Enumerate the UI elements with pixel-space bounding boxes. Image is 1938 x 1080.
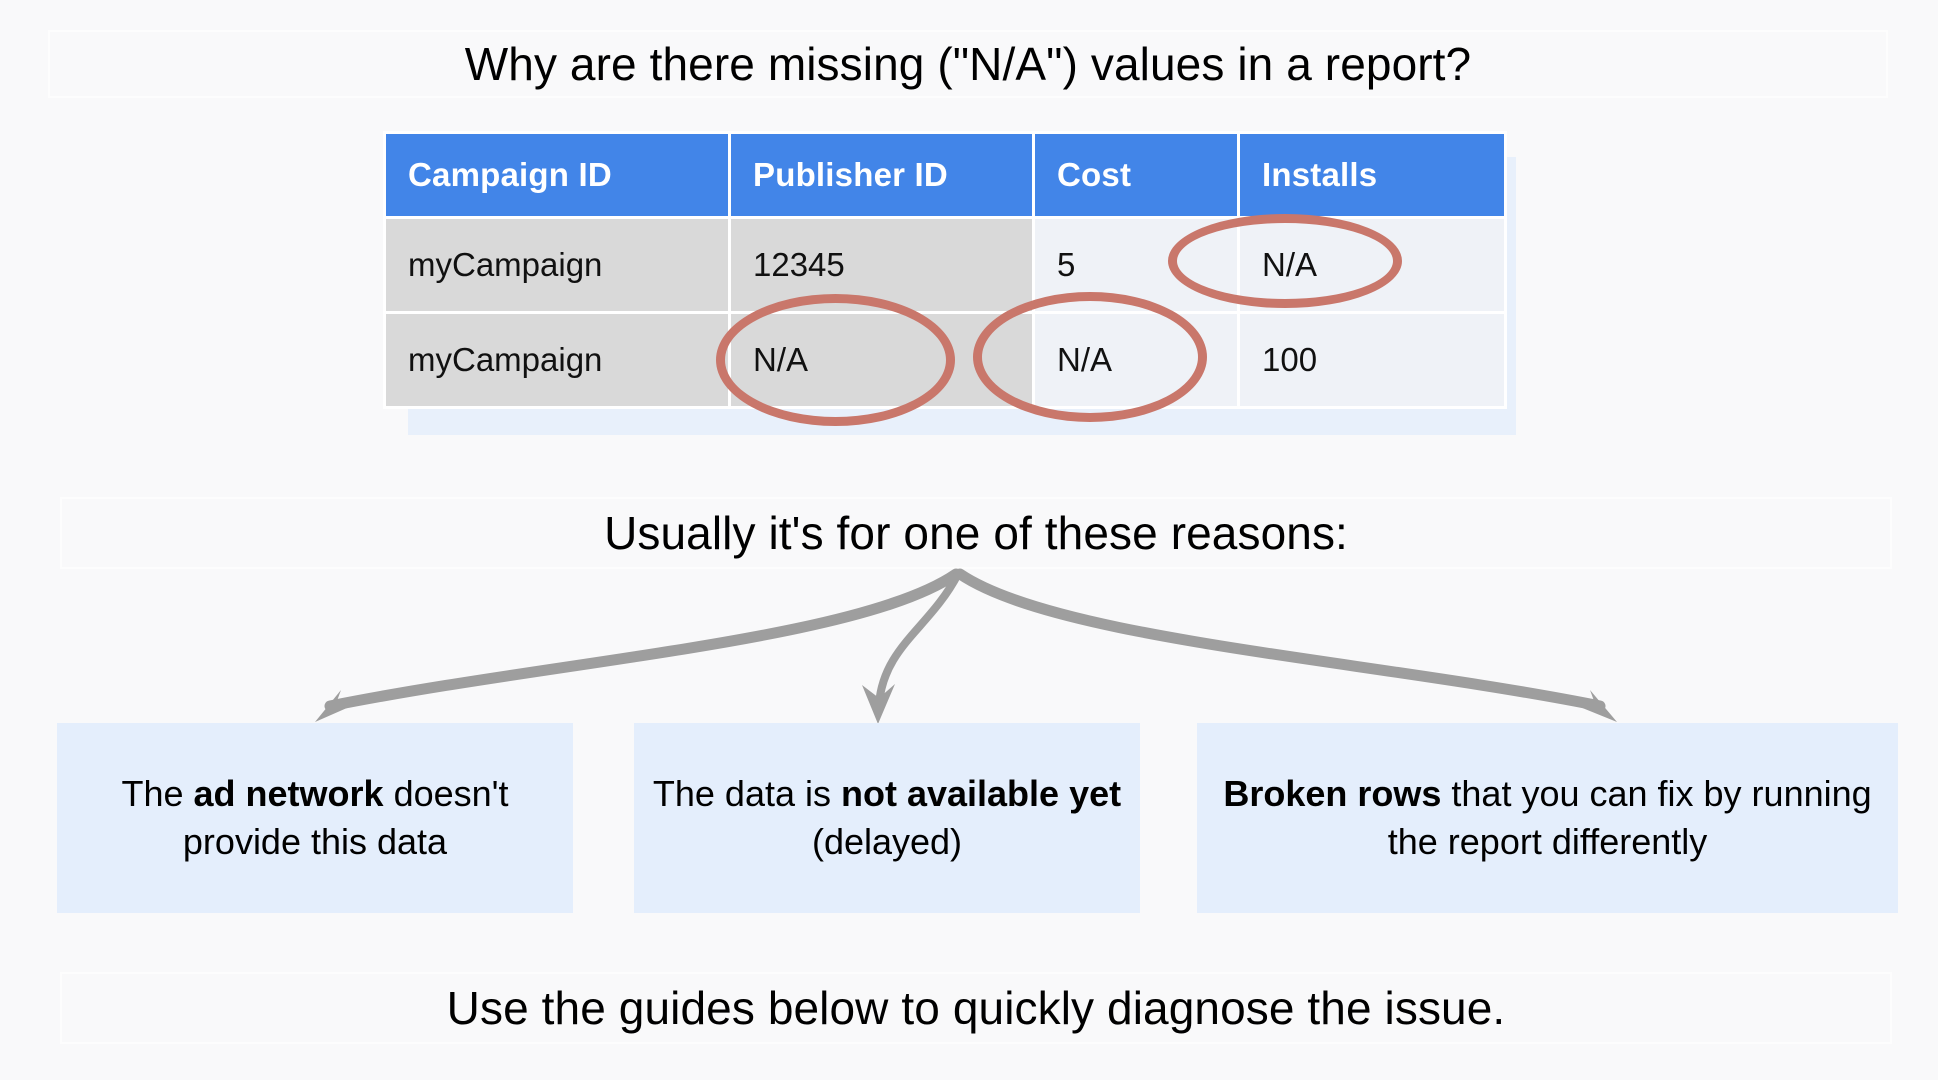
cell-publisher-id: N/A: [731, 314, 1032, 406]
reason-box-ad-network: The ad network doesn't provide this data: [57, 723, 573, 913]
report-table: Campaign ID Publisher ID Cost Installs m…: [383, 131, 1507, 409]
cell-cost: N/A: [1035, 314, 1237, 406]
cell-cost: 5: [1035, 219, 1237, 311]
reason-box-not-available-yet: The data is not available yet (delayed): [634, 723, 1140, 913]
arrow-to-reason-1: [324, 568, 962, 712]
cell-installs: 100: [1240, 314, 1504, 406]
table-row: myCampaign N/A N/A 100: [386, 314, 1504, 406]
column-header-installs: Installs: [1240, 134, 1504, 216]
arrowhead-left: [315, 690, 356, 722]
column-header-cost: Cost: [1035, 134, 1237, 216]
cell-publisher-id: 12345: [731, 219, 1032, 311]
cell-campaign-id: myCampaign: [386, 219, 728, 311]
reason-text: The data is not available yet (delayed): [652, 773, 1122, 862]
column-header-publisher-id: Publisher ID: [731, 134, 1032, 216]
column-header-campaign-id: Campaign ID: [386, 134, 728, 216]
cell-installs: N/A: [1240, 219, 1504, 311]
reason-box-broken-rows: Broken rows that you can fix by running …: [1197, 723, 1898, 913]
arrow-to-reason-3: [954, 568, 1606, 712]
reason-text: The ad network doesn't provide this data: [121, 773, 509, 862]
arrowhead-middle: [862, 684, 895, 724]
table-row: myCampaign 12345 5 N/A: [386, 219, 1504, 311]
reasons-intro-text: Usually it's for one of these reasons:: [60, 497, 1892, 569]
arrowhead-right: [1575, 690, 1617, 722]
table-header-row: Campaign ID Publisher ID Cost Installs: [386, 134, 1504, 216]
arrow-to-reason-2: [875, 570, 962, 708]
page-title: Why are there missing ("N/A") values in …: [48, 30, 1888, 98]
cell-campaign-id: myCampaign: [386, 314, 728, 406]
footer-text: Use the guides below to quickly diagnose…: [60, 972, 1892, 1044]
reason-text: Broken rows that you can fix by running …: [1223, 773, 1872, 862]
